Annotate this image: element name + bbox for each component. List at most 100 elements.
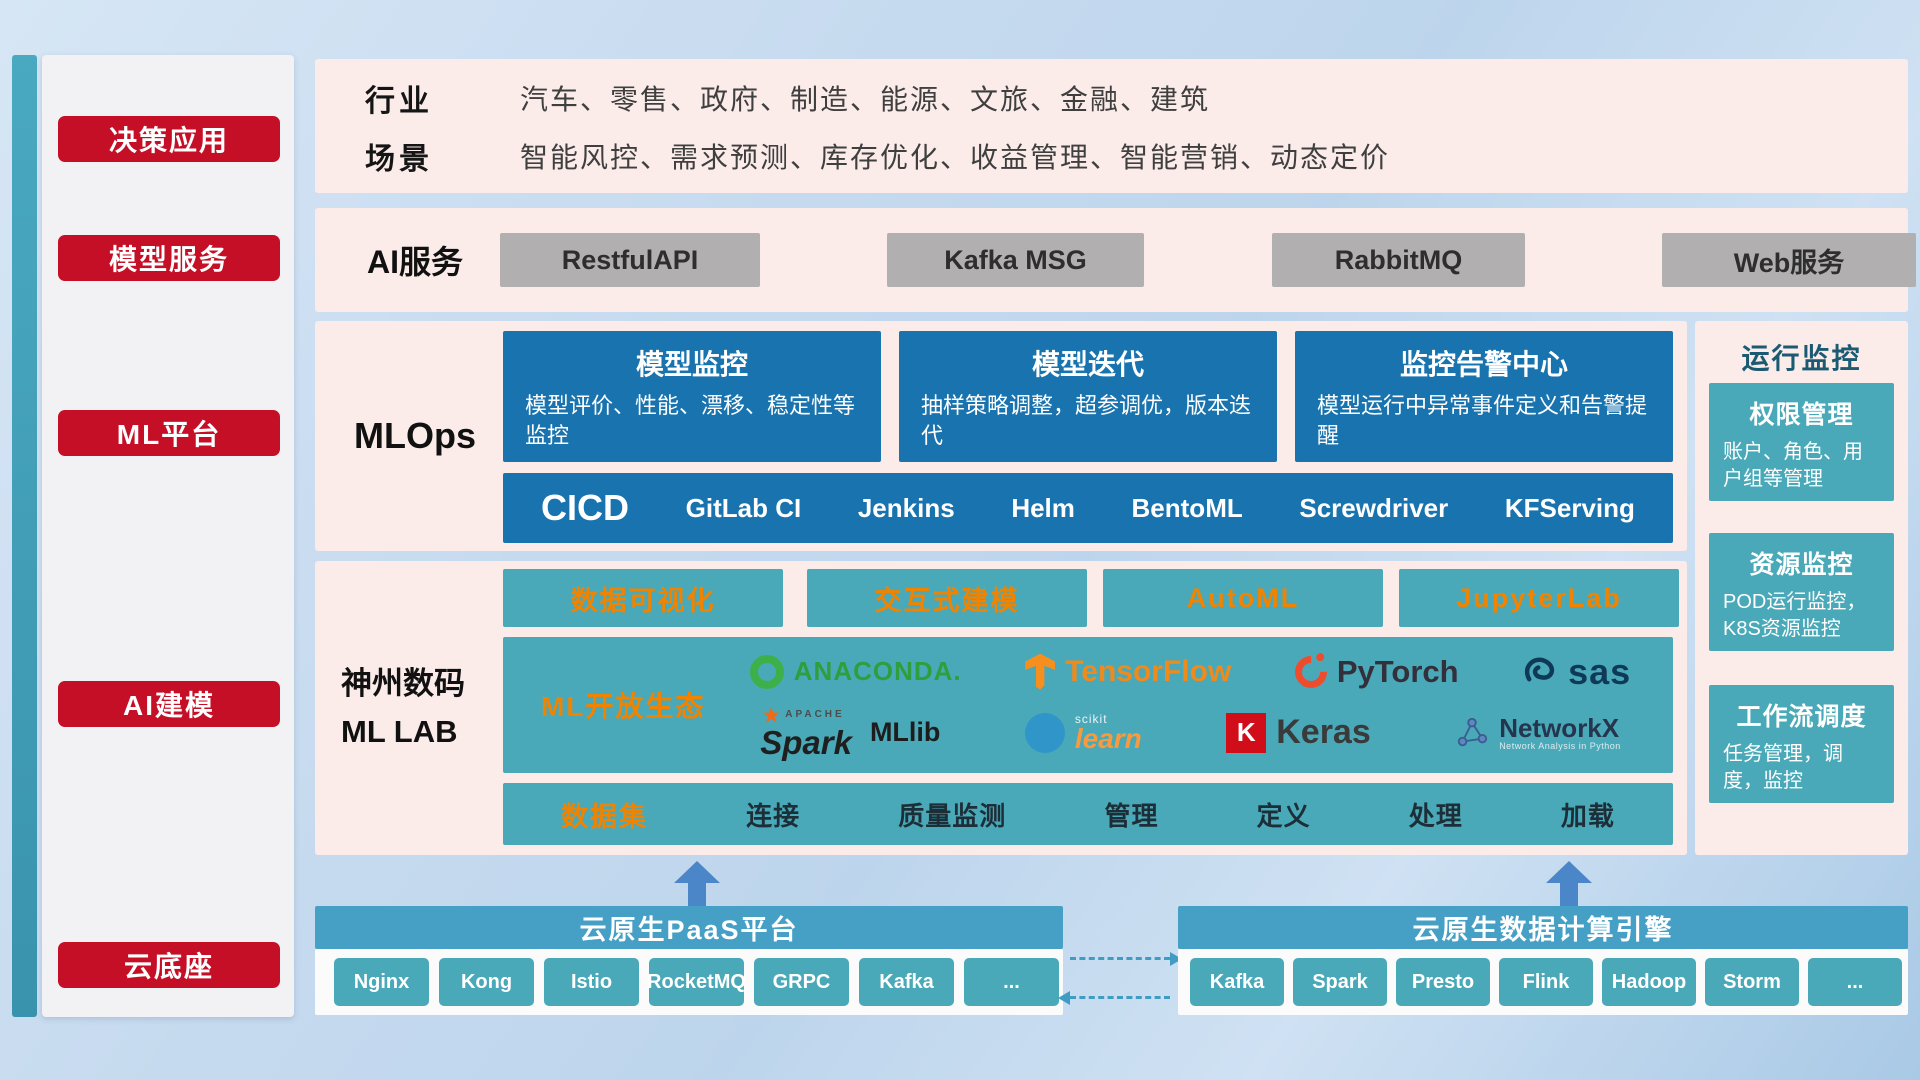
alert-center-desc: 模型运行中异常事件定义和告警提醒 [1317, 393, 1648, 448]
restful-api-button[interactable]: RestfulAPI [500, 233, 760, 287]
ai-service-panel: AI服务 RestfulAPI Kafka MSG RabbitMQ Web服务 [315, 208, 1916, 312]
sidebar-item-decision-apps[interactable]: 决策应用 [58, 116, 280, 162]
data-engine-header: 云原生数据计算引擎 [1178, 906, 1908, 949]
ecosystem-logos: ANACONDA. TensorFlow PyTorch sa [718, 637, 1663, 773]
pytorch-wordmark: PyTorch [1336, 653, 1459, 689]
cicd-bar: CICD GitLab CI Jenkins Helm BentoML Scre… [503, 473, 1673, 543]
mllab-label-line2: ML LAB [341, 714, 458, 749]
scene-list: 智能风控、需求预测、库存优化、收益管理、智能营销、动态定价 [520, 142, 1391, 173]
cicd-item-kfserving: KFServing [1504, 492, 1635, 523]
up-arrow-paas [674, 861, 720, 906]
layer-sidebar: 决策应用 模型服务 ML平台 AI建模 云底座 [42, 55, 294, 1017]
storm-chip[interactable]: Storm [1705, 958, 1799, 1006]
model-monitoring-desc: 模型评价、性能、漂移、稳定性等监控 [525, 393, 856, 448]
up-arrow-engine [1546, 861, 1592, 906]
workflow-schedule-desc: 任务管理，调度，监控 [1723, 743, 1843, 792]
jupyterlab-button[interactable]: JupyterLab [1399, 569, 1679, 627]
ecosystem-logo-row-1: ANACONDA. TensorFlow PyTorch sa [718, 649, 1663, 695]
up-arrow-stem [1560, 883, 1578, 906]
mlops-panel: MLOps 模型监控 模型评价、性能、漂移、稳定性等监控 模型迭代 抽样策略调整… [315, 321, 1687, 551]
sidebar-item-model-service[interactable]: 模型服务 [58, 235, 280, 281]
tensorflow-logo: TensorFlow [1025, 653, 1232, 690]
scene-row: 场景 智能风控、需求预测、库存优化、收益管理、智能营销、动态定价 [315, 135, 1908, 177]
networkx-logo: NetworkX Network Analysis in Python [1455, 712, 1621, 752]
alert-center-title: 监控告警中心 [1399, 349, 1568, 380]
more-engine-chip[interactable]: ... [1808, 958, 1902, 1006]
cicd-label: CICD [541, 487, 629, 528]
networkx-title: NetworkX [1499, 712, 1620, 743]
kafka-msg-button[interactable]: Kafka MSG [887, 233, 1144, 287]
model-iteration-card: 模型迭代 抽样策略调整，超参调优，版本迭代 [899, 331, 1277, 462]
up-arrow-stem [688, 883, 706, 906]
rabbitmq-button[interactable]: RabbitMQ [1272, 233, 1525, 287]
kafka-engine-chip[interactable]: Kafka [1190, 958, 1284, 1006]
rocketmq-chip[interactable]: RocketMQ [647, 958, 746, 1006]
dataset-item-manage: 管理 [1104, 800, 1159, 831]
dashed-arrow-left [1058, 991, 1170, 1005]
keras-logo: K Keras [1226, 712, 1371, 753]
industry-list: 汽车、零售、政府、制造、能源、文旅、金融、建筑 [520, 84, 1211, 115]
kong-chip[interactable]: Kong [439, 958, 534, 1006]
runtime-monitor-title: 运行监控 [1741, 343, 1862, 374]
nginx-chip[interactable]: Nginx [334, 958, 429, 1006]
paas-platform-body: Nginx Kong Istio RocketMQ GRPC Kafka ... [315, 949, 1063, 1015]
more-paas-chip[interactable]: ... [964, 958, 1059, 1006]
web-service-button[interactable]: Web服务 [1662, 233, 1916, 287]
model-iteration-desc: 抽样策略调整，超参调优，版本迭代 [921, 393, 1252, 448]
data-visualization-button[interactable]: 数据可视化 [503, 569, 783, 627]
up-arrow-head [674, 861, 720, 883]
mlops-label: MLOps [354, 415, 476, 456]
sidebar-item-ai-modeling[interactable]: AI建模 [58, 681, 280, 727]
scikit-learn-wordmark: scikit learn [1075, 713, 1142, 753]
workflow-schedule-title: 工作流调度 [1736, 703, 1867, 731]
keras-icon: K [1226, 712, 1267, 753]
dataset-item-process: 处理 [1408, 800, 1463, 831]
sas-wordmark: sas [1568, 650, 1632, 692]
anaconda-wordmark: ANACONDA. [793, 656, 962, 687]
anaconda-logo: ANACONDA. [749, 654, 962, 689]
alert-center-card: 监控告警中心 模型运行中异常事件定义和告警提醒 [1295, 331, 1673, 462]
ml-open-ecosystem-label: ML开放生态 [541, 691, 706, 722]
left-accent-strip [12, 55, 37, 1017]
dashed-arrow-right [1070, 952, 1182, 966]
spark-logo: APACHE Spark [760, 706, 852, 759]
sidebar-item-ml-platform[interactable]: ML平台 [58, 410, 280, 456]
mllab-panel: 神州数码 ML LAB 数据可视化 交互式建模 AutoML JupyterLa… [315, 561, 1687, 855]
permission-mgmt-desc: 账户、角色、用户组等管理 [1723, 441, 1863, 490]
networkx-wordmark: NetworkX Network Analysis in Python [1499, 712, 1621, 752]
permission-mgmt-title: 权限管理 [1749, 401, 1854, 429]
tensorflow-icon [1025, 653, 1056, 690]
model-monitoring-title: 模型监控 [635, 349, 748, 380]
flink-chip[interactable]: Flink [1499, 958, 1593, 1006]
data-engine-body: Kafka Spark Presto Flink Hadoop Storm ..… [1178, 949, 1908, 1015]
mllib-wordmark: MLlib [869, 717, 941, 748]
paas-platform-header: 云原生PaaS平台 [315, 906, 1063, 949]
kafka-chip[interactable]: Kafka [859, 958, 954, 1006]
presto-chip[interactable]: Presto [1396, 958, 1490, 1006]
sas-swirl-icon [1525, 657, 1555, 682]
up-arrow-head [1546, 861, 1592, 883]
sidebar-item-cloud-base[interactable]: 云底座 [58, 942, 280, 988]
dataset-item-define: 定义 [1256, 800, 1311, 831]
scikit-label: scikit [1074, 711, 1108, 726]
spark-chip[interactable]: Spark [1293, 958, 1387, 1006]
cicd-item-screwdriver: Screwdriver [1299, 492, 1449, 523]
model-iteration-title: 模型迭代 [1031, 349, 1144, 380]
resource-monitor-desc: POD运行监控，K8S资源监控 [1723, 591, 1867, 640]
apache-label: APACHE [785, 709, 845, 721]
grpc-chip[interactable]: GRPC [754, 958, 849, 1006]
workflow-schedule-card: 工作流调度 任务管理，调度，监控 [1709, 685, 1894, 803]
tensorflow-wordmark: TensorFlow [1065, 654, 1232, 688]
permission-mgmt-card: 权限管理 账户、角色、用户组等管理 [1709, 383, 1894, 501]
istio-chip[interactable]: Istio [544, 958, 639, 1006]
pytorch-logo: PyTorch [1288, 649, 1459, 695]
interactive-modeling-button[interactable]: 交互式建模 [807, 569, 1087, 627]
dataset-item-load: 加载 [1560, 800, 1615, 831]
sas-logo: sas [1522, 651, 1631, 693]
cicd-item-jenkins: Jenkins [857, 492, 955, 523]
resource-monitor-title: 资源监控 [1749, 551, 1854, 579]
hadoop-chip[interactable]: Hadoop [1602, 958, 1696, 1006]
automl-button[interactable]: AutoML [1103, 569, 1383, 627]
dataset-label: 数据集 [561, 801, 648, 832]
